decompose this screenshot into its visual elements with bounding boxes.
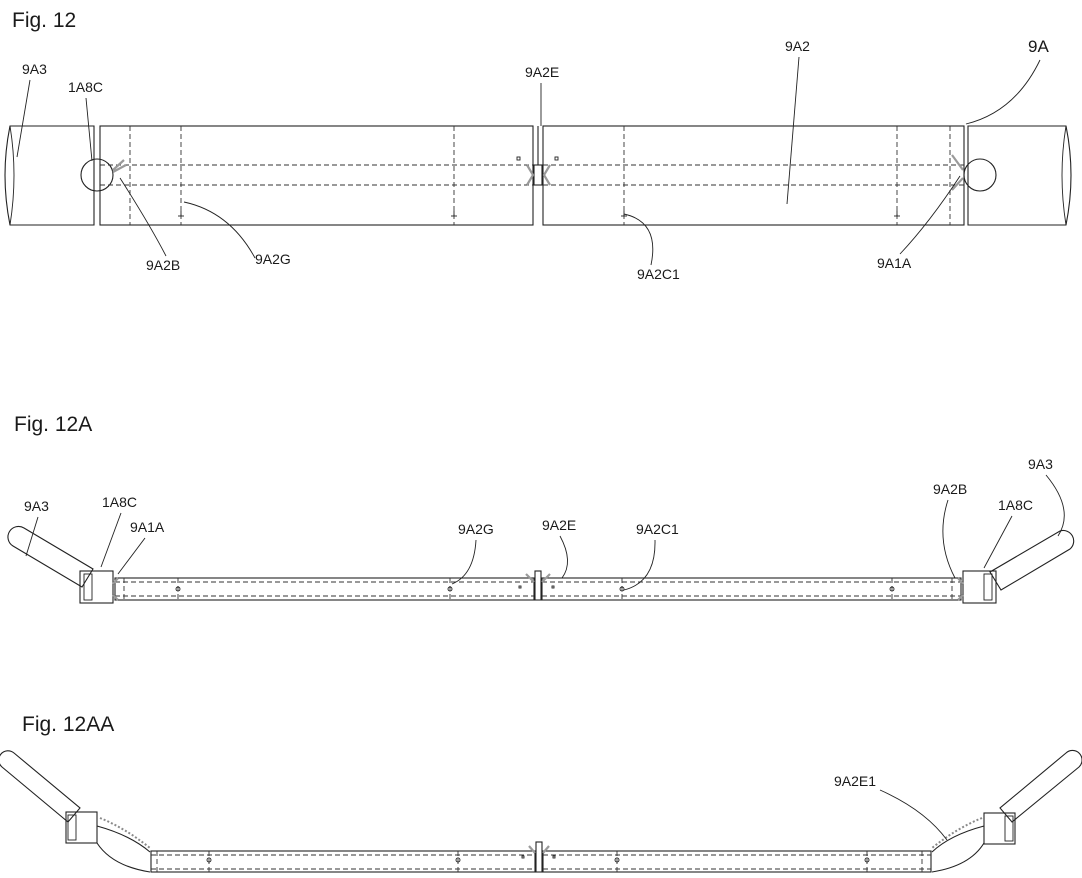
right-end-spring-12a (957, 577, 964, 601)
right-hinge-box (962, 570, 997, 604)
right-hinge-inner (983, 573, 993, 601)
left-curve (96, 842, 151, 873)
left-hinge-box (79, 570, 114, 604)
left-rising-tube (0, 750, 81, 823)
label-9a2e: 9A2E (525, 64, 559, 80)
right-curve-inner (931, 825, 985, 853)
right-bar-12aa (542, 850, 932, 873)
left-spring (112, 159, 127, 173)
figure-12a-title: Fig. 12A (14, 413, 92, 436)
label-9a3-left: 9A3 (24, 498, 49, 514)
left-curve-inner (96, 825, 151, 853)
right-hinge-circle (963, 158, 997, 192)
left-panel (99, 125, 534, 226)
left-hinge-circle (80, 158, 114, 192)
figure-12: Fig. 12 (4, 9, 1072, 282)
right-curve (931, 842, 985, 873)
right-spring (951, 154, 964, 191)
label-9a3-right: 9A3 (1028, 456, 1053, 472)
left-end-cylinder (4, 125, 95, 226)
center-hinge-12aa (521, 841, 556, 873)
label-9a2: 9A2 (785, 38, 810, 54)
figure-12-title: Fig. 12 (12, 9, 76, 32)
label-9a1a: 9A1A (877, 255, 912, 271)
leader-9a2e1 (879, 789, 948, 841)
left-hinge-box-12aa (65, 811, 98, 844)
center-hinge (516, 126, 559, 186)
label-9a2e: 9A2E (542, 517, 576, 533)
label-1a8c-right: 1A8C (998, 497, 1033, 513)
left-bar-12aa (150, 850, 536, 873)
figure-12aa-title: Fig. 12AA (22, 713, 114, 736)
right-rising-tube (999, 749, 1082, 823)
left-bar (114, 577, 535, 601)
right-hinge-inner-12aa (1004, 815, 1014, 842)
label-9a2c1: 9A2C1 (637, 266, 680, 282)
right-bar (541, 577, 962, 601)
label-9a2e1: 9A2E1 (834, 773, 876, 789)
right-tilted-tube (989, 529, 1075, 591)
left-tilted-tube (7, 525, 94, 588)
left-chain-spring (99, 817, 151, 849)
right-end-cylinder (967, 125, 1072, 226)
right-chain-spring (931, 817, 983, 849)
figure-12a: Fig. 12A (7, 413, 1075, 604)
label-9a2g: 9A2G (255, 251, 291, 267)
leader-lines-fig12 (16, 56, 1041, 266)
label-9a3: 9A3 (22, 61, 47, 77)
left-hinge-inner-12aa (67, 814, 77, 841)
label-1a8c-left: 1A8C (102, 494, 137, 510)
label-1a8c: 1A8C (68, 79, 103, 95)
left-hinge-inner (83, 573, 93, 601)
label-9a2b: 9A2B (146, 257, 180, 273)
leader-lines-fig12a (25, 474, 1065, 591)
label-9a1a: 9A1A (130, 519, 165, 535)
left-end-spring-12a (112, 577, 119, 601)
figure-12aa: Fig. 12AA (0, 713, 1082, 873)
right-hinge-box-12aa (983, 812, 1016, 845)
center-hinge-12a (518, 570, 555, 601)
label-9a2b: 9A2B (933, 481, 967, 497)
label-9a2g: 9A2G (458, 521, 494, 537)
label-9a2c1: 9A2C1 (636, 521, 679, 537)
label-9a: 9A (1028, 37, 1049, 56)
right-panel (542, 125, 965, 226)
